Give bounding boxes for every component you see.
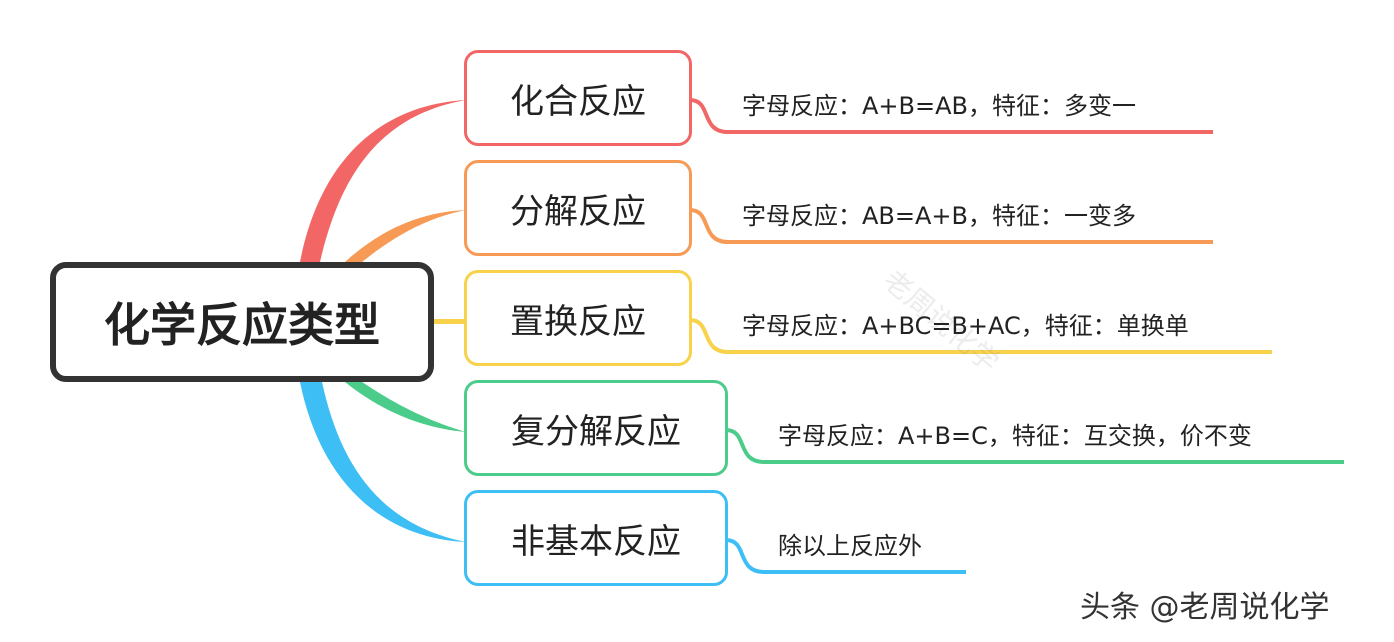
leaf-combination-detail: 字母反应：A+B=AB，特征：多变一 [742, 92, 1136, 120]
connector-b3-leaf [725, 428, 1344, 464]
root-node: 化学反应类型 [50, 262, 434, 382]
connector-b0-leaf [689, 98, 1213, 134]
leaf-non-basic-detail: 除以上反应外 [778, 532, 922, 560]
connector-root-b1 [345, 210, 466, 262]
node-double-decomposition-reaction: 复分解反应 [464, 380, 728, 476]
connector-root-b0 [300, 100, 466, 262]
node-non-basic-reaction: 非基本反应 [464, 490, 728, 586]
connector-b4-leaf [725, 538, 966, 574]
connector-b2-leaf [689, 318, 1272, 354]
connector-root-b2 [434, 319, 466, 324]
connector-root-b3 [345, 382, 466, 432]
footer-credit: 头条 @老周说化学 [1080, 590, 1330, 625]
connector-root-b4 [300, 382, 466, 542]
node-decomposition-reaction: 分解反应 [464, 160, 692, 256]
node-displacement-reaction: 置换反应 [464, 270, 692, 366]
connector-b1-leaf [689, 208, 1213, 244]
leaf-displacement-detail: 字母反应：A+BC=B+AC，特征：单换单 [742, 312, 1189, 340]
leaf-decomposition-detail: 字母反应：AB=A+B，特征：一变多 [742, 202, 1136, 230]
node-combination-reaction: 化合反应 [464, 50, 692, 146]
leaf-double-decomposition-detail: 字母反应：A+B=C，特征：互交换，价不变 [778, 422, 1252, 450]
